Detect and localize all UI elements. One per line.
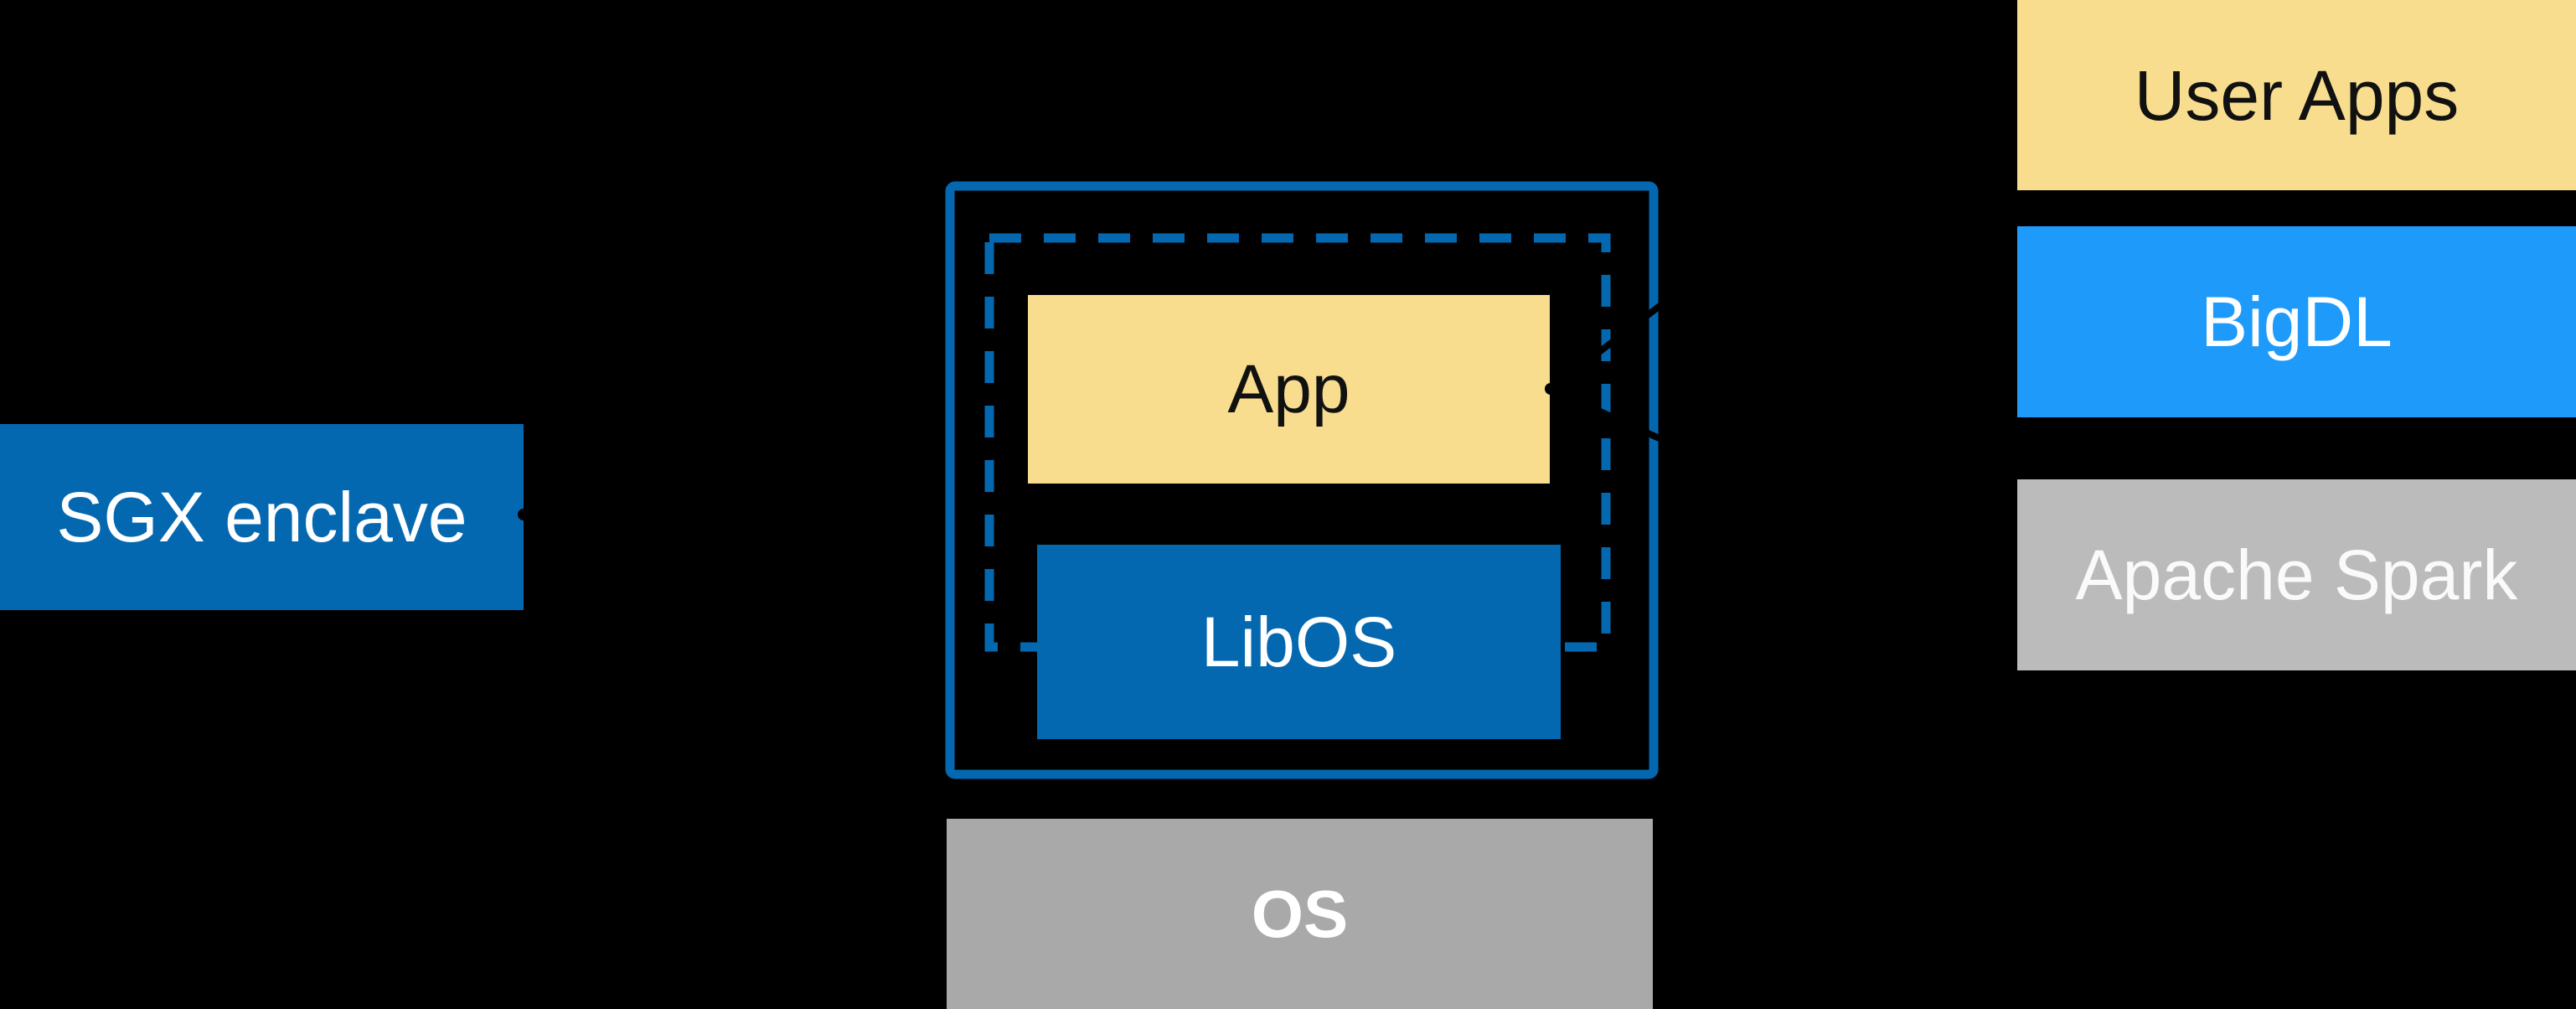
app-label: App (1227, 350, 1350, 427)
sgx-enclave-label-box: SGX enclave (0, 424, 524, 610)
sgx-enclave-label: SGX enclave (56, 478, 467, 556)
bigdl-box: BigDL (2017, 226, 2576, 417)
libos-box: LibOS (1037, 545, 1561, 739)
sgx-connector-dot (518, 509, 529, 520)
os-label: OS (1251, 876, 1349, 951)
app-connector-dot (1545, 383, 1556, 395)
connector-spark-to-app (1549, 385, 2012, 602)
bigdl-label: BigDL (2201, 282, 2393, 361)
libos-label: LibOS (1200, 603, 1397, 681)
os-box: OS (947, 819, 1653, 1009)
apache-spark-box: Apache Spark (2017, 479, 2576, 670)
user-apps-label: User Apps (2134, 55, 2460, 135)
user-apps-box: User Apps (2017, 0, 2576, 190)
container-solid-border (945, 181, 1659, 779)
app-box: App (1028, 295, 1550, 484)
apache-spark-label: Apache Spark (2075, 536, 2518, 614)
connector-userapps-to-app (1548, 36, 2013, 392)
